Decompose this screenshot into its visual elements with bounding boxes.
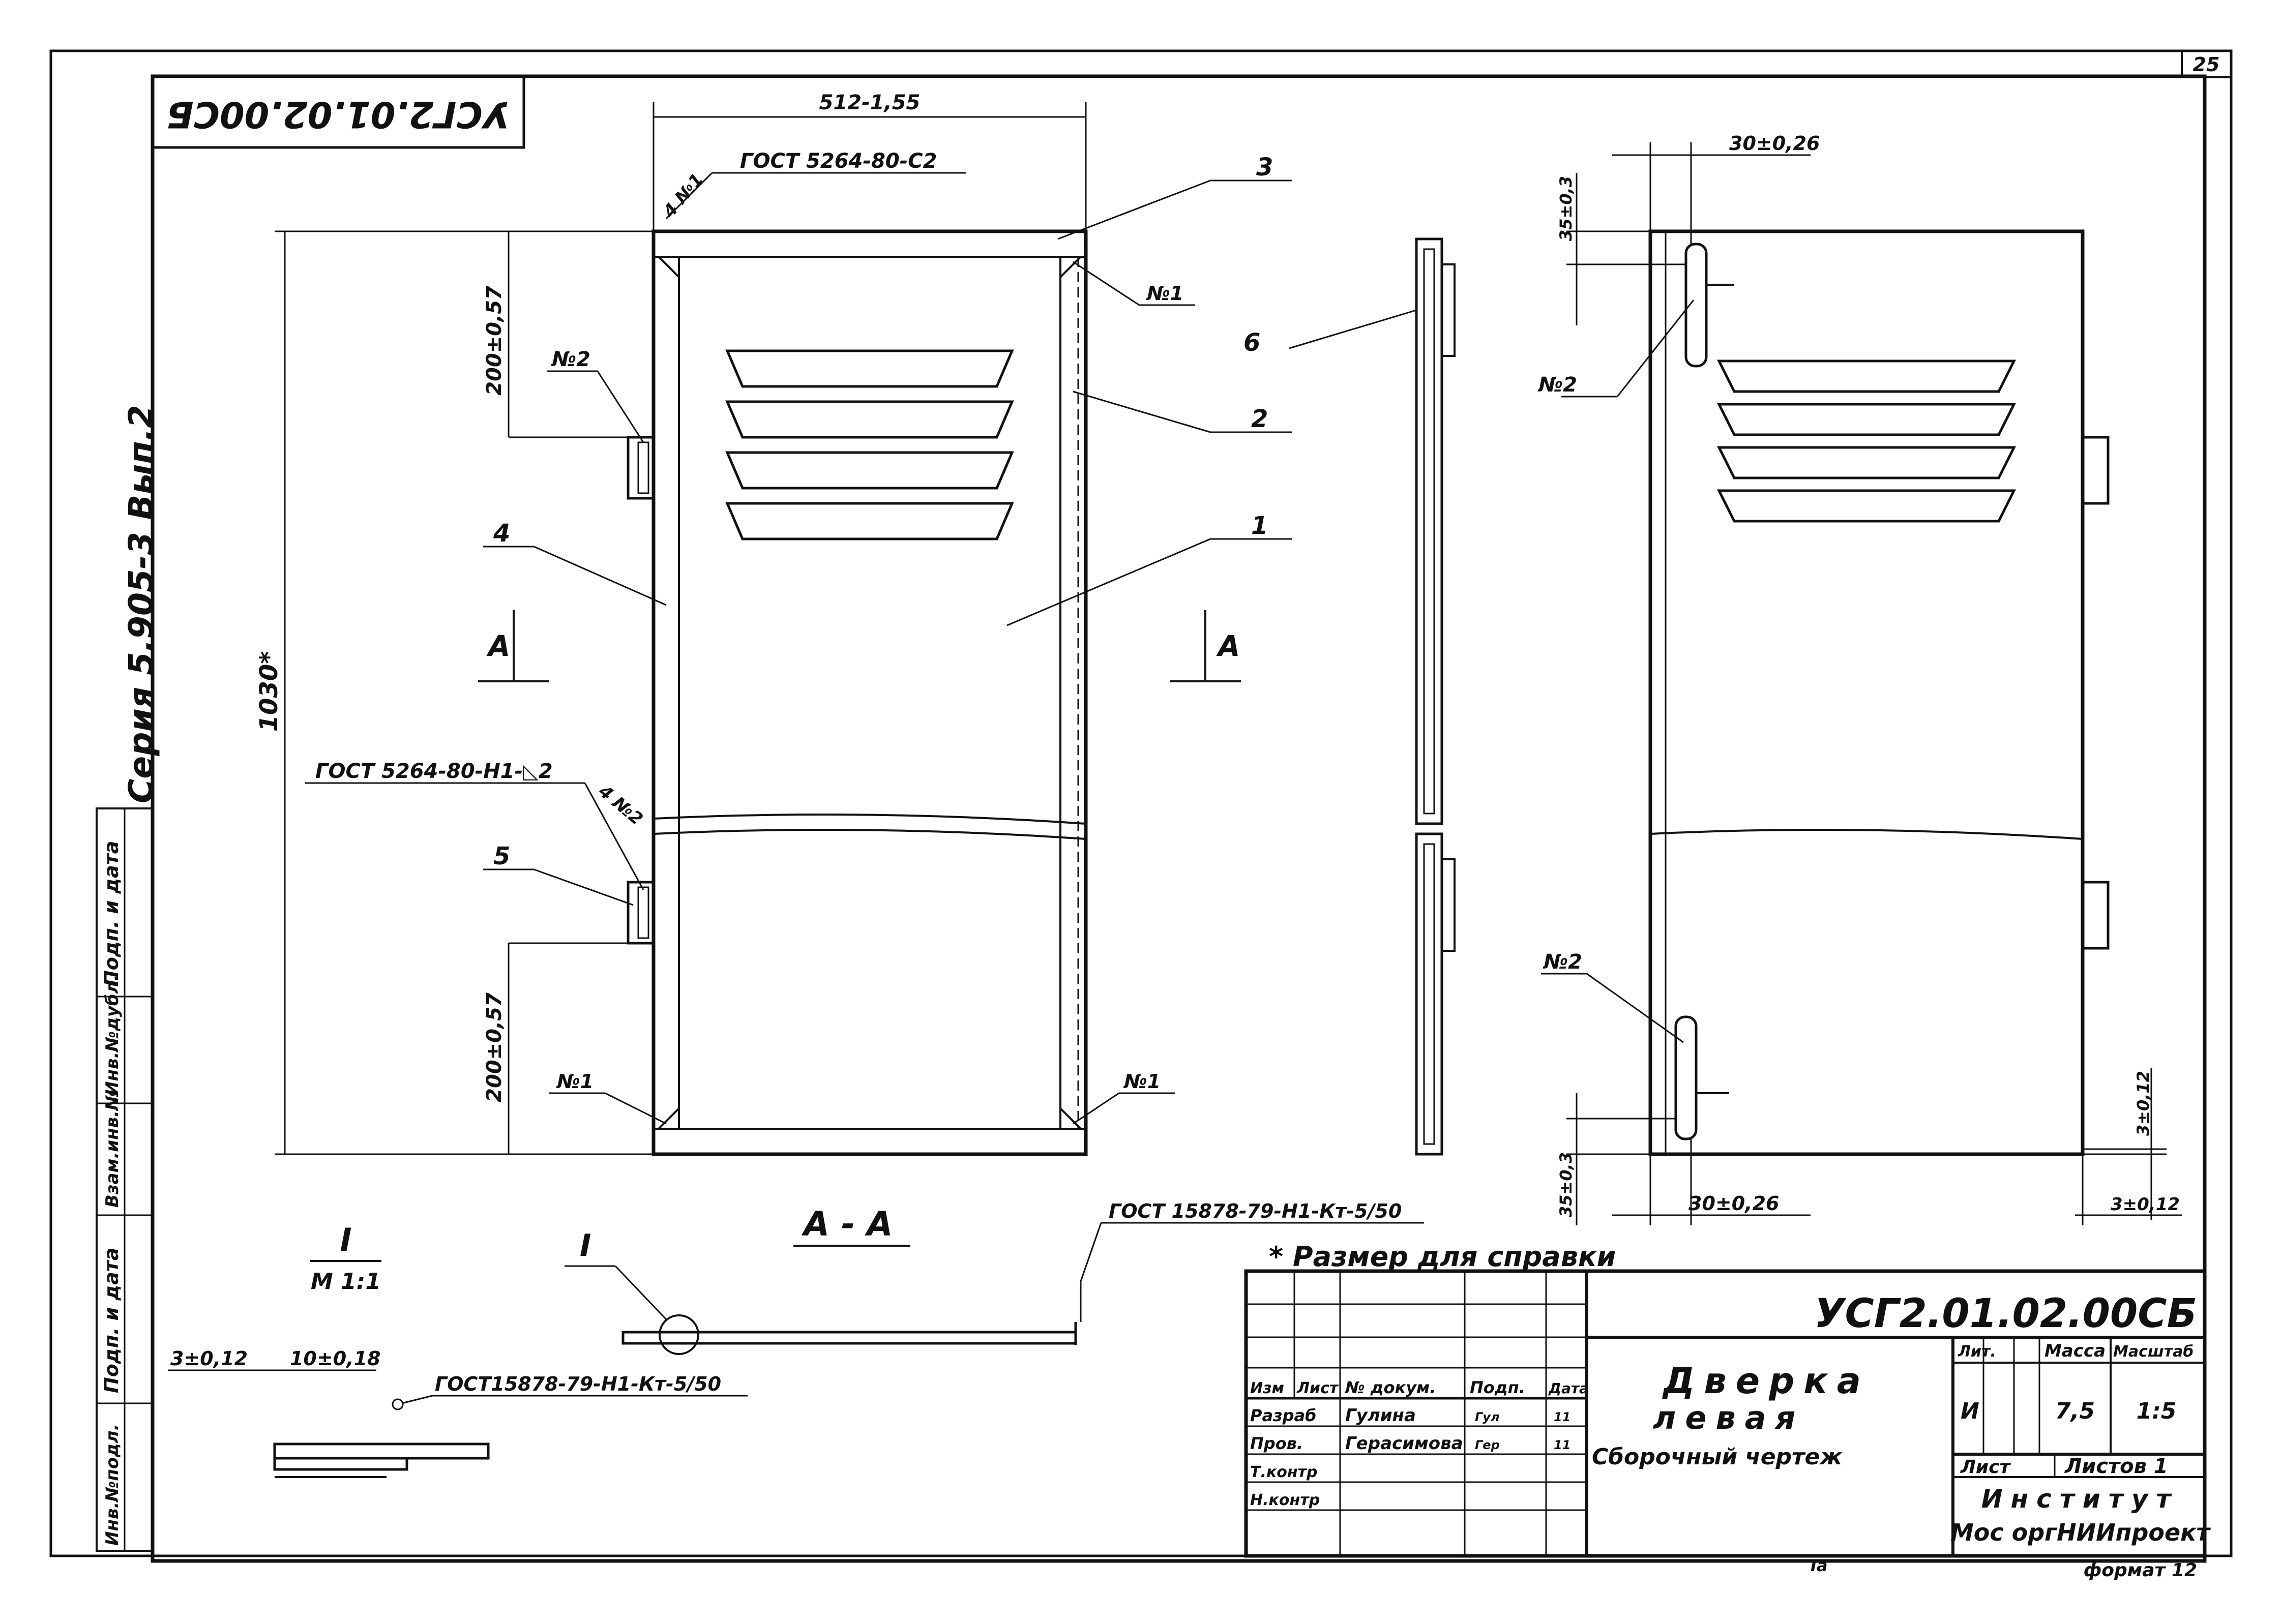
pos-2: 2 xyxy=(1251,405,1268,433)
rotated-stamp-code: УСГ2.01.02.00СБ xyxy=(166,94,510,135)
rear-view: №2 №2 xyxy=(1537,229,2110,1156)
side-cell-1: Подп. и дата xyxy=(100,841,123,986)
gost-detail: ГОСТ15878-79-Н1-Кт-5/50 xyxy=(435,1373,721,1395)
detail-i: I М 1:1 3±0,12 10±0,18 ГОСТ15878-79-Н1-К… xyxy=(168,1221,748,1478)
copier-mark: Ia xyxy=(1811,1556,1828,1575)
side-column: Подп. и дата Инв.№дубл. Взам.инв.№ Подп.… xyxy=(96,807,154,1552)
mass-label: Масса xyxy=(2044,1341,2106,1361)
weld-n2-rear-top: №2 xyxy=(1537,373,1577,397)
title-line1: Дверка xyxy=(1662,1360,1870,1402)
weld-n1-br: №1 xyxy=(1123,1070,1161,1093)
series-label: Серия 5.905-3 Вып.2 xyxy=(122,405,161,803)
title-line2: левая xyxy=(1653,1399,1804,1436)
role-prov: Пров. xyxy=(1250,1434,1303,1453)
side-cell-5: Инв.№подл. xyxy=(102,1424,123,1546)
weld-4-1: 4 №1 xyxy=(659,169,708,222)
weld-n1-bl: №1 xyxy=(556,1070,594,1093)
org-line2: Мос оргНИИпроект xyxy=(1950,1519,2211,1546)
role-nkontr: Н.контр xyxy=(1250,1491,1320,1509)
section-title: А - А xyxy=(801,1205,893,1244)
gost-mid: ГОСТ 5264-80-Н1-◺2 xyxy=(315,760,553,783)
name-1: Гулина xyxy=(1345,1405,1416,1426)
format-label: формат 12 xyxy=(2084,1560,2197,1581)
rotated-stamp-box xyxy=(151,75,525,149)
sign-2: Гер xyxy=(1475,1438,1500,1452)
scale-label: Масштаб xyxy=(2113,1343,2194,1361)
front-labels: ГОСТ 5264-80-С2 4 №1 3 №1 2 1 4 №2 5 ГОС… xyxy=(305,149,1292,1125)
side-cell-4: Подп. и дата xyxy=(100,1248,123,1393)
pos-5: 5 xyxy=(493,842,510,870)
gost-top: ГОСТ 5264-80-С2 xyxy=(740,149,937,173)
weld-n2-rear-bottom: №2 xyxy=(1543,950,1582,974)
title-line3: Сборочный чертеж xyxy=(1592,1444,1843,1470)
dim-35-top: 35±0,3 xyxy=(1556,176,1576,241)
dim-30-bottom: 30±0,26 xyxy=(1688,1192,1779,1215)
dim-35-bottom: 35±0,3 xyxy=(1556,1152,1576,1217)
scale-value: 1:5 xyxy=(2137,1398,2177,1424)
page-number: 25 xyxy=(2193,53,2220,76)
role-razrab: Разраб xyxy=(1250,1406,1316,1425)
name-2: Герасимова xyxy=(1345,1433,1463,1454)
section-marker-right: А xyxy=(1216,630,1240,663)
dim-200-top: 200±0,57 xyxy=(483,286,506,396)
hdr-list: Лист xyxy=(1296,1379,1339,1397)
doc-code: УСГ2.01.02.00СБ xyxy=(1814,1291,2197,1337)
dim-detail-10: 10±0,18 xyxy=(290,1347,380,1370)
pos-6: 6 xyxy=(1243,328,1260,357)
dim-200-bottom: 200±0,57 xyxy=(483,993,506,1102)
hdr-date: Дата xyxy=(1548,1380,1589,1397)
sheets-label: Листов 1 xyxy=(2064,1455,2168,1478)
detail-scale: М 1:1 xyxy=(311,1269,381,1295)
hdr-izm: Изм xyxy=(1250,1379,1284,1397)
section-aa: А - А ГОСТ 15878-79-Н1-Кт-5/50 I xyxy=(565,1200,1424,1355)
front-view xyxy=(627,229,1088,1156)
mass-value: 7,5 xyxy=(2055,1398,2095,1424)
lit-label: Лит. xyxy=(1958,1343,1996,1361)
dim-height: 1030* xyxy=(255,651,283,732)
hdr-sign: Подп. xyxy=(1470,1378,1525,1397)
dim-3-bottom: 3±0,12 xyxy=(2111,1194,2180,1215)
dim-detail-3: 3±0,12 xyxy=(170,1347,248,1370)
side-view: 6 xyxy=(1243,237,1456,1156)
weld-4-2: 4 №2 xyxy=(594,781,646,830)
org-line1: Институт xyxy=(1981,1484,2179,1514)
sign-1: Гул xyxy=(1475,1410,1500,1424)
section-marker-left: А xyxy=(486,630,510,663)
hdr-doc: № докум. xyxy=(1344,1378,1436,1397)
dim-3-right: 3±0,12 xyxy=(2133,1071,2153,1136)
sheet-label: Лист xyxy=(1960,1457,2011,1478)
weld-n1-top: №1 xyxy=(1146,282,1183,305)
dim-width: 512-1,55 xyxy=(819,91,921,114)
pos-3: 3 xyxy=(1256,153,1273,182)
weld-n2-front: №2 xyxy=(551,348,590,371)
pos-1: 1 xyxy=(1251,512,1268,540)
reference-note: * Размер для справки xyxy=(1269,1241,1616,1273)
role-tkontr: Т.контр xyxy=(1250,1463,1317,1481)
page-number-box xyxy=(2181,50,2232,78)
gost-weld: ГОСТ 15878-79-Н1-Кт-5/50 xyxy=(1109,1200,1402,1222)
date-2: 11 xyxy=(1554,1438,1570,1452)
side-cell-3: Взам.инв.№ xyxy=(102,1090,123,1208)
date-1: 11 xyxy=(1554,1410,1570,1424)
side-cell-2: Инв.№дубл. xyxy=(102,975,123,1096)
rear-dimensions: 30±0,26 35±0,3 30±0,26 35±0,3 3±0,12 3±0… xyxy=(1556,132,2182,1225)
dim-30-top: 30±0,26 xyxy=(1729,132,1820,155)
front-dimensions: 512-1,55 1030* 200±0,57 200±0,57 xyxy=(255,91,1087,1155)
pos-4: 4 xyxy=(493,519,510,548)
lit-value: И xyxy=(1961,1398,1979,1424)
detail-marker: I xyxy=(580,1228,591,1264)
title-block: Изм Лист № докум. Подп. Дата Разраб Пров… xyxy=(1244,1269,2211,1558)
outer-frame xyxy=(49,49,2233,1557)
detail-title: I xyxy=(340,1221,351,1258)
